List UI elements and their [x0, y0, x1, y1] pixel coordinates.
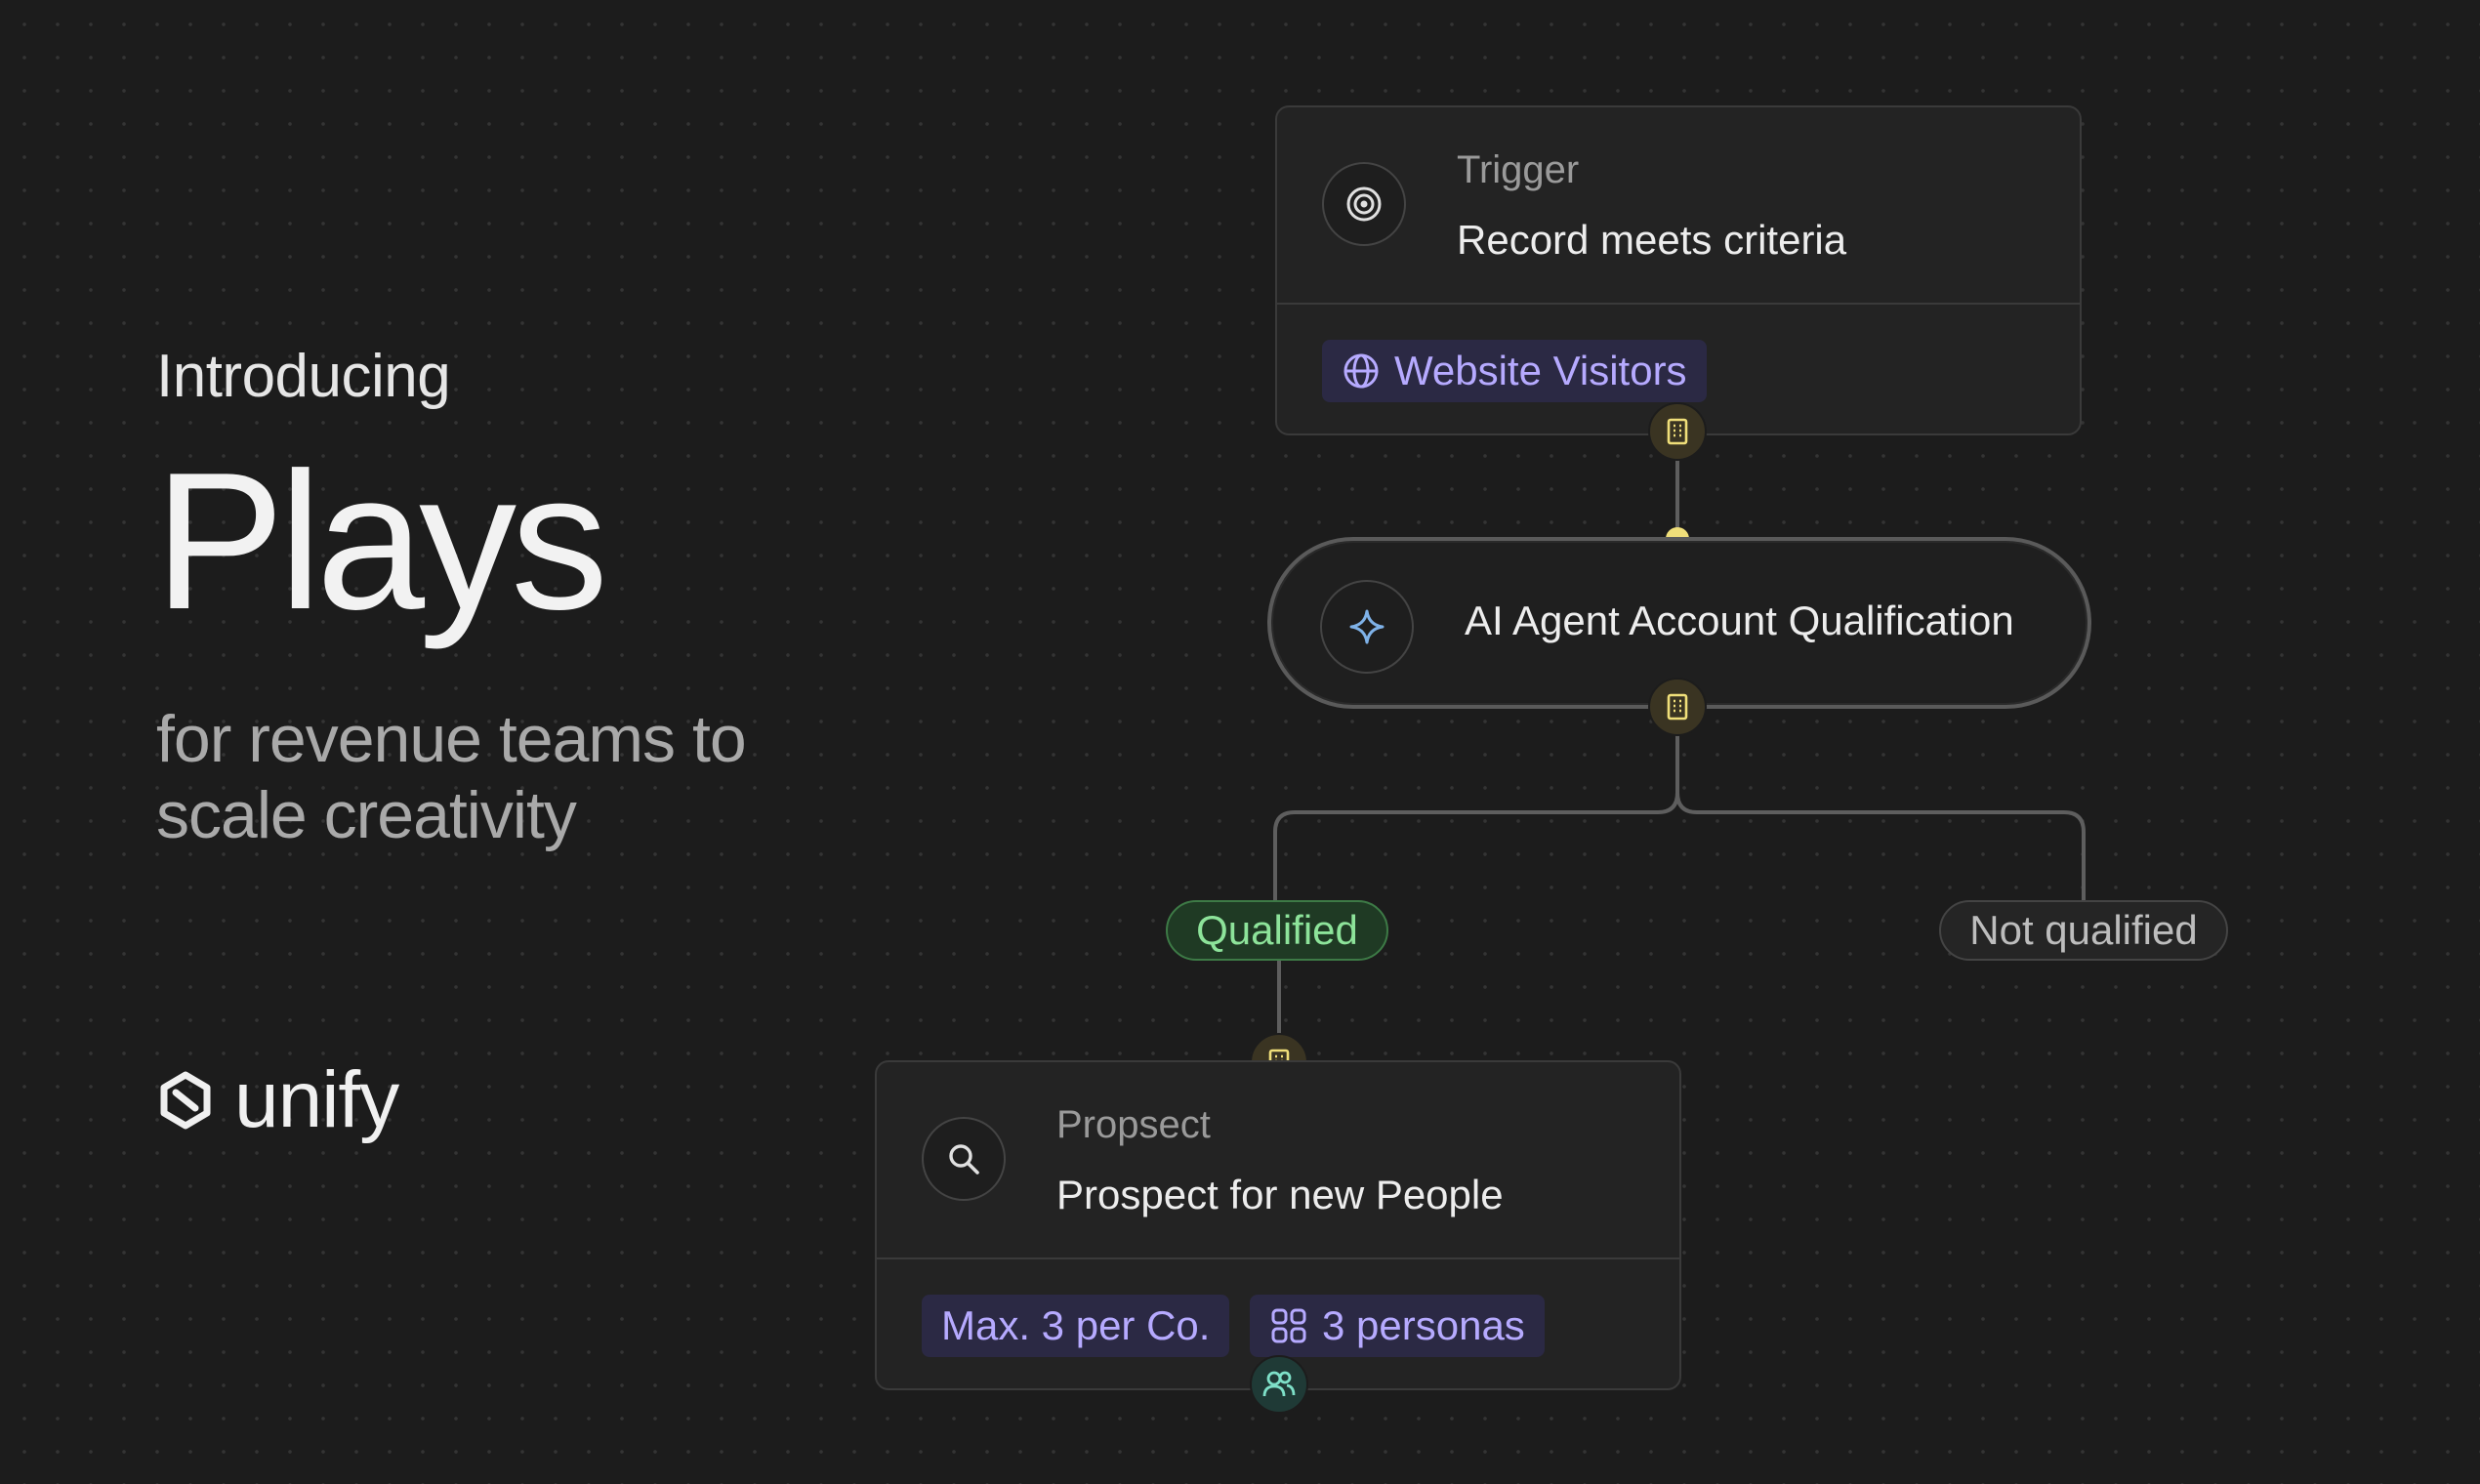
intro-text: Introducing	[156, 343, 451, 410]
building-icon	[1648, 678, 1707, 736]
max-per-company-chip[interactable]: Max. 3 per Co.	[922, 1295, 1230, 1357]
page-title: Plays	[154, 433, 608, 650]
trigger-card-header: Trigger Record meets criteria	[1277, 107, 2080, 305]
prospect-title: Prospect for new People	[1056, 1172, 1504, 1217]
trigger-card[interactable]: Trigger Record meets criteria Website Vi…	[1275, 105, 2082, 435]
building-icon	[1648, 402, 1707, 461]
website-visitors-chip[interactable]: Website Visitors	[1322, 340, 1707, 402]
ai-agent-title: AI Agent Account Qualification	[1465, 598, 2014, 643]
trigger-title: Record meets criteria	[1457, 217, 1847, 263]
chip-label: Max. 3 per Co.	[941, 1302, 1211, 1348]
qualified-branch-tag[interactable]: Qualified	[1166, 900, 1388, 961]
people-icon	[1250, 1355, 1308, 1414]
target-icon	[1322, 162, 1406, 246]
sparkle-icon	[1320, 580, 1414, 674]
not-qualified-branch-tag[interactable]: Not qualified	[1939, 900, 2228, 961]
brand-logo: unify	[156, 1054, 399, 1146]
prospect-label: Propsect	[1056, 1103, 1211, 1146]
prospect-card-header: Propsect Prospect for new People	[877, 1062, 1679, 1259]
trigger-label: Trigger	[1457, 148, 1580, 191]
brand-name: unify	[234, 1055, 399, 1144]
chip-label: Website Visitors	[1394, 348, 1687, 393]
grid-icon	[1271, 1308, 1306, 1343]
chip-label: 3 personas	[1322, 1302, 1525, 1348]
prospect-card[interactable]: Propsect Prospect for new People Max. 3 …	[875, 1060, 1681, 1390]
unify-logo-icon	[160, 1071, 211, 1130]
subtitle: for revenue teams to scale creativity	[156, 702, 747, 852]
search-icon	[922, 1117, 1006, 1201]
personas-chip[interactable]: 3 personas	[1250, 1295, 1545, 1357]
globe-icon	[1343, 353, 1379, 389]
